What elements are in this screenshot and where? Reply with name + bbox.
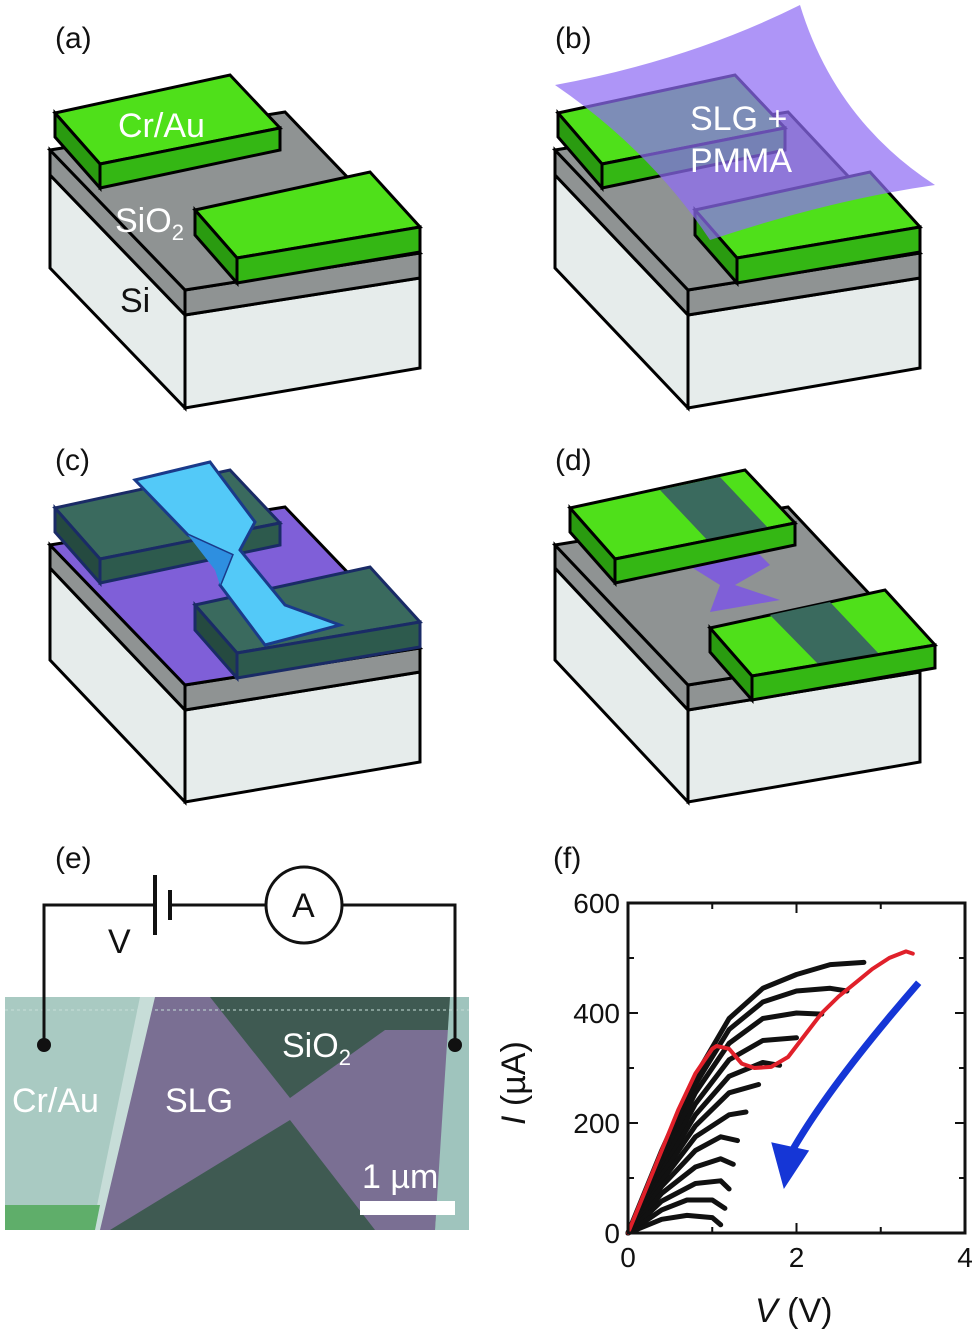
voltage-label: V <box>108 923 131 961</box>
ammeter-label: A <box>292 887 315 925</box>
electrode-label: Cr/Au <box>118 107 205 145</box>
y-tick-label: 400 <box>573 998 620 1029</box>
pmma-sheet <box>555 5 935 240</box>
sem-oxide-label: SiO2 <box>282 1027 351 1070</box>
sem-electrode-tint <box>5 1205 100 1230</box>
probe-right <box>448 1038 462 1052</box>
sem-graphene-label: SLG <box>165 1082 233 1120</box>
panel-b-label: (b) <box>555 22 592 55</box>
electrode-front-left <box>193 601 239 682</box>
sem-electrode-region <box>5 997 155 1230</box>
panel-d: (d) <box>551 444 938 806</box>
series-line-1 <box>625 985 850 1236</box>
x-tick-label: 4 <box>957 1242 973 1273</box>
trend-arrow-shaft <box>789 980 922 1153</box>
electrode-back-left <box>568 504 617 587</box>
circuit-wire <box>42 903 457 1045</box>
x-tick-label: 2 <box>789 1242 805 1273</box>
electrode-front-left <box>708 624 754 704</box>
film-label-line2: PMMA <box>690 142 792 180</box>
sem-electrode-label: Cr/Au <box>12 1082 99 1120</box>
series-line-7 <box>625 1134 740 1236</box>
panel-f-label: (f) <box>553 842 581 875</box>
resist-mask-side <box>188 535 232 585</box>
series-line-10 <box>625 1197 728 1236</box>
y-tick-label: 600 <box>573 888 620 919</box>
scale-bar-label: 1 µm <box>362 1158 438 1196</box>
panel-f: (f) 0 2 4 0 200 400 600 I (µA) V (V) <box>495 842 973 1330</box>
panel-d-label: (d) <box>555 444 592 477</box>
substrate-label: Si <box>120 282 150 320</box>
x-tick-label: 0 <box>620 1242 636 1273</box>
panel-c: (c) <box>46 444 424 806</box>
y-tick-label: 200 <box>573 1108 620 1139</box>
panel-c-label: (c) <box>55 444 90 477</box>
series-line-highlight <box>626 949 915 1235</box>
electrode-front-left <box>193 206 239 287</box>
panel-a: (a) Cr/Au SiO2 Si <box>46 22 424 412</box>
series-line-8 <box>625 1156 736 1236</box>
probe-left <box>37 1038 51 1052</box>
electrode-back-left <box>53 504 102 587</box>
panel-a-label: (a) <box>55 22 92 55</box>
panel-b: (b) SLG + PMMA <box>551 5 935 412</box>
trend-arrow-head <box>771 1142 810 1189</box>
y-axis-label: I (µA) <box>495 1041 533 1125</box>
resist-mask-top <box>132 460 345 647</box>
sem-right-electrode <box>435 997 469 1230</box>
series-line-2 <box>625 1010 825 1236</box>
iv-chart: 0 2 4 0 200 400 600 <box>573 888 973 1273</box>
graphene-on-front-electrode <box>770 602 880 666</box>
x-axis-label: V (V) <box>755 1292 832 1330</box>
graphene-on-back-electrode <box>660 477 770 543</box>
electrode-back-left <box>556 108 604 193</box>
electrode-back-left <box>53 109 102 192</box>
ammeter-circle <box>264 865 344 945</box>
series-line-9 <box>625 1178 732 1236</box>
y-tick-label: 0 <box>604 1218 620 1249</box>
film-label-line1: SLG + <box>690 100 787 138</box>
oxide-label: SiO2 <box>115 202 184 245</box>
scale-bar <box>360 1201 455 1215</box>
panel-e: (e) Cr/Au SLG SiO2 1 µm A V <box>5 842 469 1230</box>
panel-e-label: (e) <box>55 842 92 875</box>
sem-graphene-region <box>100 997 450 1230</box>
series-line-11 <box>625 1212 724 1236</box>
